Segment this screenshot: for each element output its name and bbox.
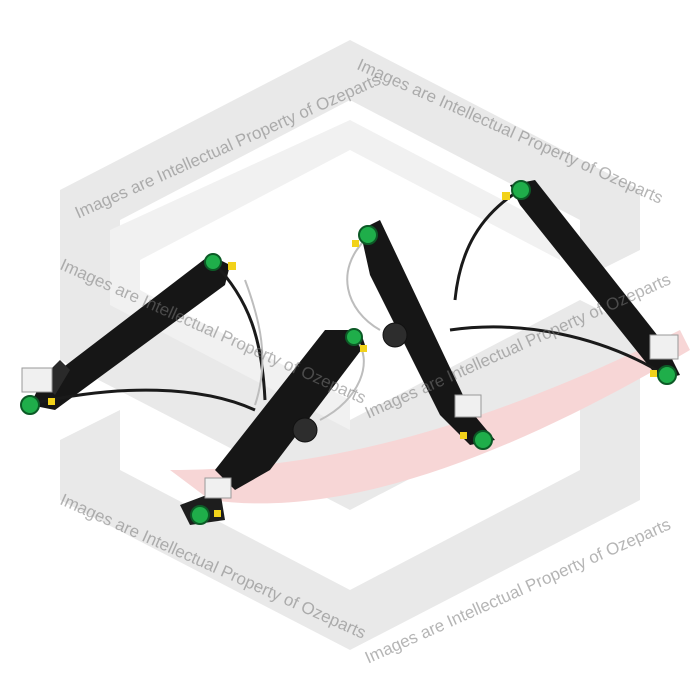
logo-inner-band (110, 120, 560, 430)
regulator-rail (215, 330, 365, 490)
yellow-clip (502, 192, 510, 200)
yellow-clip (228, 262, 236, 270)
regulator-rail (30, 255, 230, 410)
plastic-clip (204, 477, 232, 499)
plastic-clip (649, 334, 679, 360)
cable-roller-icon (358, 225, 378, 245)
cable-roller-icon (657, 365, 677, 385)
motor-mount-icon (382, 322, 408, 348)
yellow-clip (214, 510, 221, 517)
regulator-rail (510, 180, 680, 380)
ozeparts-logo-background (60, 40, 690, 650)
motor-mount-icon (292, 417, 318, 443)
cable-roller-icon (190, 505, 210, 525)
yellow-clip (460, 432, 467, 439)
plastic-clip (454, 394, 482, 418)
logo-grey-band (60, 40, 640, 650)
yellow-clip (650, 370, 657, 377)
plastic-clip (21, 367, 53, 393)
cable-roller-icon (473, 430, 493, 450)
window-regulator-rear-left (180, 279, 367, 525)
regulator-cable (449, 325, 666, 377)
regulator-cable (39, 388, 256, 412)
cable-roller-icon (204, 253, 222, 271)
regulator-rail (360, 220, 495, 445)
yellow-clip (48, 398, 55, 405)
window-regulator-front-left (20, 253, 267, 415)
yellow-clip (352, 240, 359, 247)
regulator-cable (211, 260, 267, 401)
window-regulator-front-right (449, 180, 680, 385)
cable-roller-icon (20, 395, 40, 415)
cable-roller-icon (345, 328, 363, 346)
regulator-cable (346, 239, 381, 331)
yellow-clip (360, 345, 367, 352)
logo-red-swoosh (170, 330, 690, 504)
window-regulator-rear-right (346, 220, 495, 450)
cable-roller-icon (511, 180, 531, 200)
